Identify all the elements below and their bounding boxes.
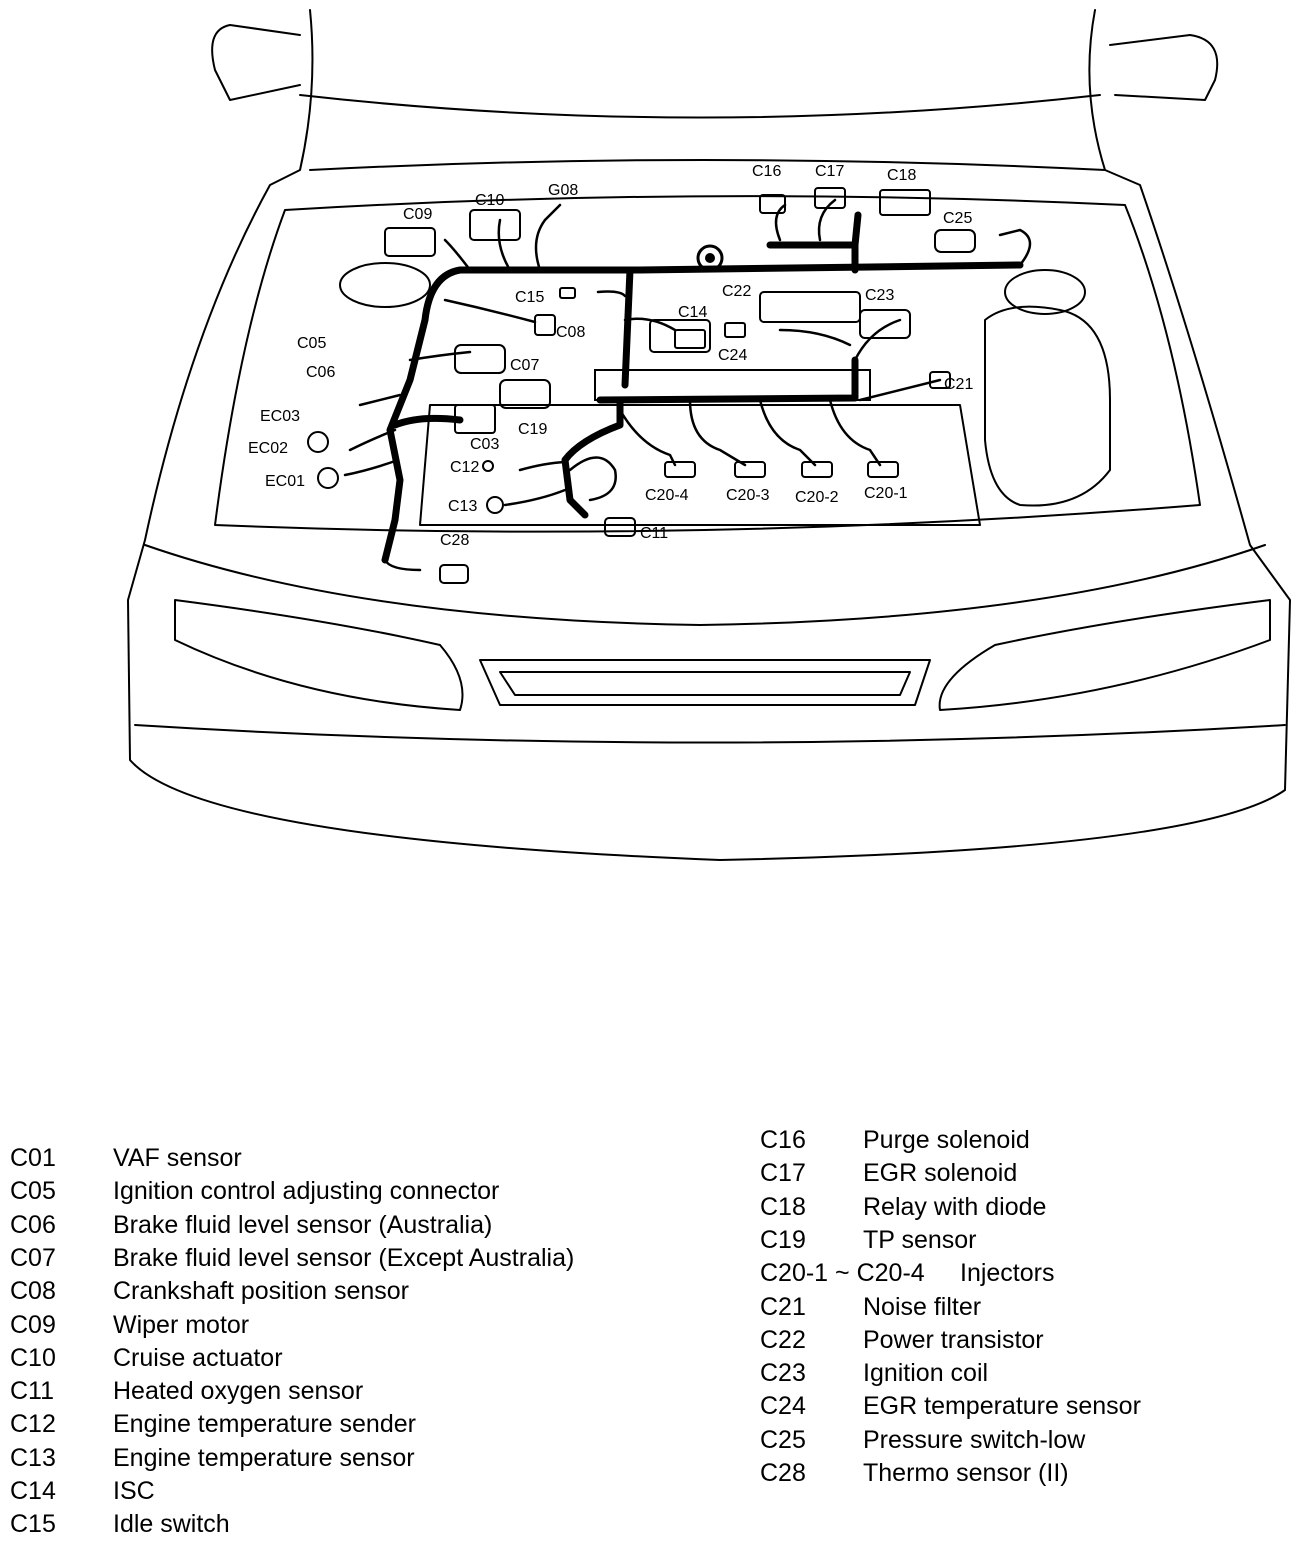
- headlight-right: [938, 599, 1271, 711]
- label-c14: C14: [678, 304, 707, 321]
- label-ec01: EC01: [265, 473, 305, 490]
- legend-code: C07: [10, 1243, 56, 1272]
- label-ec02: EC02: [248, 440, 288, 457]
- label-c23: C23: [865, 287, 894, 304]
- label-c16: C16: [752, 163, 781, 180]
- legend-code: C08: [10, 1277, 56, 1306]
- label-c19: C19: [518, 421, 547, 438]
- label-c06: C06: [306, 364, 335, 381]
- label-c20-4: C20-4: [645, 487, 689, 504]
- legend-code: C05: [10, 1177, 56, 1206]
- legend-description: Crankshaft position sensor: [113, 1277, 409, 1306]
- engine-compartment-diagram: C16 C17 C18 C10 G08 C09 C25 C15 C22 C23 …: [127, 9, 1291, 861]
- label-c22: C22: [722, 283, 751, 300]
- label-c28: C28: [440, 532, 469, 549]
- label-c20-1: C20-1: [864, 485, 908, 502]
- label-g08: G08: [548, 182, 578, 199]
- windshield-lower-edge: [299, 94, 1101, 119]
- legend-code: C11: [10, 1377, 55, 1406]
- legend-code: C15: [10, 1510, 56, 1539]
- legend-code: C01: [10, 1144, 56, 1172]
- label-c24: C24: [718, 347, 747, 364]
- legend-description: Heated oxygen sensor: [113, 1377, 364, 1406]
- legend-description: Brake fluid level sensor (Australia): [113, 1210, 493, 1239]
- label-c18: C18: [887, 167, 916, 184]
- legend-description: Cruise actuator: [113, 1343, 283, 1372]
- car-body-outline: [127, 9, 1291, 861]
- legend-code: C12: [10, 1410, 56, 1439]
- legend-code: C19: [760, 1225, 806, 1254]
- legend-code: C21: [760, 1292, 806, 1321]
- label-c08: C08: [556, 324, 585, 341]
- legend-code: C20-1 ~ C20-4: [760, 1259, 925, 1288]
- right-strut-tower: [1004, 269, 1086, 315]
- legend-code: C28: [760, 1459, 806, 1487]
- legend-description: Noise filter: [863, 1292, 982, 1321]
- legend-code: C18: [760, 1192, 806, 1221]
- legend-description: Injectors: [960, 1259, 1055, 1288]
- legend-description: Purge solenoid: [863, 1126, 1030, 1154]
- legend-code: C23: [760, 1359, 806, 1388]
- legend-code: C16: [760, 1126, 806, 1154]
- legend-code: C24: [760, 1392, 806, 1421]
- left-strut-tower: [339, 262, 431, 308]
- legend-code: C09: [10, 1310, 56, 1339]
- legend-description: Thermo sensor (II): [863, 1459, 1069, 1487]
- label-c17: C17: [815, 163, 844, 180]
- right-mirror: [1109, 34, 1219, 101]
- engine-block-outline: [419, 404, 981, 526]
- legend-description: Power transistor: [863, 1325, 1044, 1354]
- label-c25: C25: [943, 210, 972, 227]
- legend-code: C25: [760, 1425, 806, 1454]
- label-c07: C07: [510, 357, 539, 374]
- bumper-line: [134, 724, 1286, 744]
- legend-code: C06: [10, 1210, 56, 1239]
- label-c05: C05: [297, 335, 326, 352]
- battery-outline: [984, 305, 1111, 507]
- legend-code: C10: [10, 1343, 56, 1372]
- legend-description: EGR solenoid: [863, 1159, 1018, 1188]
- legend-description: Ignition coil: [863, 1359, 989, 1388]
- label-c03: C03: [470, 436, 499, 453]
- label-c11: C11: [640, 525, 668, 542]
- label-c10: C10: [475, 192, 504, 209]
- label-c13: C13: [448, 498, 477, 515]
- branch-wires: [343, 198, 1032, 572]
- legend-code: C22: [760, 1325, 806, 1354]
- legend-description: Idle switch: [113, 1510, 230, 1539]
- legend-code: C13: [10, 1443, 56, 1472]
- label-c21: C21: [944, 376, 973, 393]
- legend-description: Brake fluid level sensor (Except Austral…: [113, 1243, 575, 1272]
- legend-description: Ignition control adjusting connector: [113, 1177, 500, 1206]
- label-c20-2: C20-2: [795, 489, 839, 506]
- cowl-edge: [309, 159, 1106, 171]
- label-c12: C12: [450, 459, 479, 476]
- grille-inner: [499, 671, 911, 696]
- legend-description: VAF sensor: [113, 1144, 242, 1172]
- legend-description: TP sensor: [863, 1225, 977, 1254]
- hood-front-edge: [144, 544, 1266, 626]
- engine-bay-outline: [214, 195, 1201, 533]
- legend-description: Engine temperature sensor: [113, 1443, 415, 1472]
- label-ec03: EC03: [260, 408, 300, 425]
- legend-description: EGR temperature sensor: [863, 1392, 1141, 1421]
- legend-description: Pressure switch-low: [863, 1425, 1086, 1454]
- label-c15: C15: [515, 289, 544, 306]
- left-mirror: [211, 24, 301, 101]
- legend-description: Engine temperature sender: [113, 1410, 416, 1439]
- ground-point: [696, 244, 724, 272]
- legend-description: ISC: [113, 1477, 155, 1505]
- label-c09: C09: [403, 206, 432, 223]
- headlight-left: [174, 599, 464, 711]
- label-c20-3: C20-3: [726, 487, 770, 504]
- legend-description: Wiper motor: [113, 1310, 250, 1339]
- legend-description: Relay with diode: [863, 1192, 1047, 1221]
- harness-clamp-bar: [594, 369, 871, 401]
- legend-code: C14: [10, 1477, 56, 1505]
- connector-sketches: [307, 187, 976, 584]
- legend-code: C17: [760, 1159, 806, 1188]
- main-harness: [381, 211, 1024, 564]
- grille-outline: [479, 659, 931, 706]
